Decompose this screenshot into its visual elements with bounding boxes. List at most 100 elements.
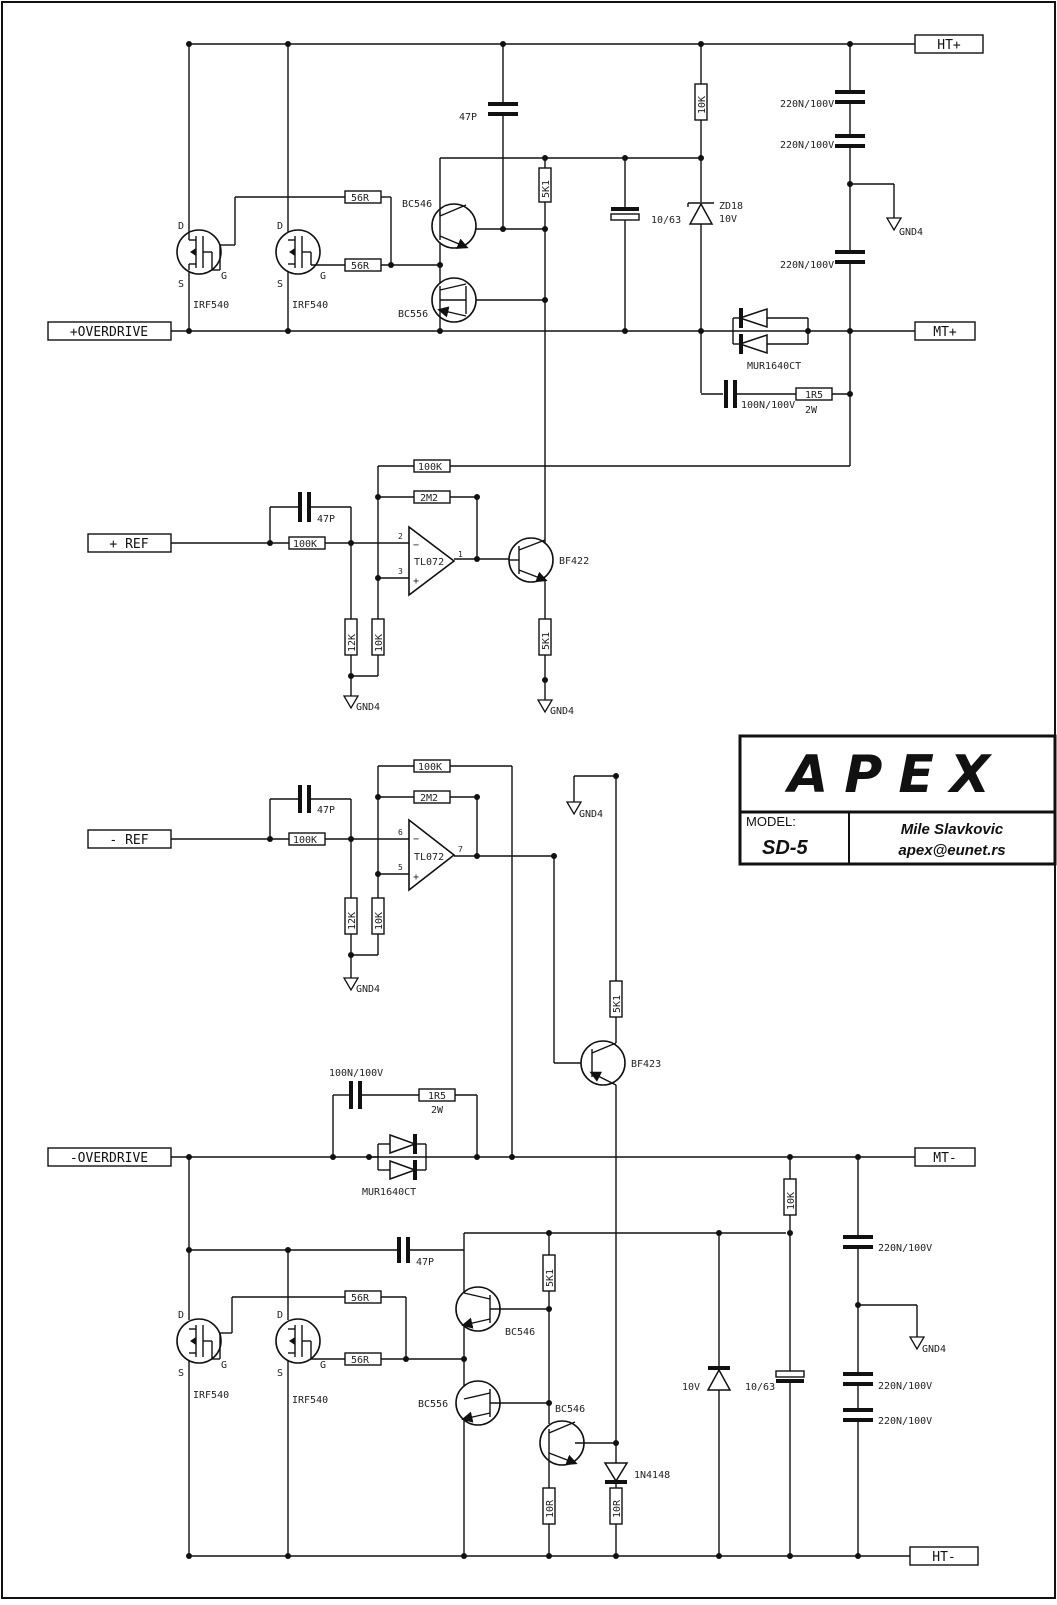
mosfet-3-pin-s: S [178,1368,184,1379]
opamp-minus-label: TL072 [414,852,444,863]
mosfet-2-symbol [275,229,321,275]
c-220n-top-2-label: 220N/100V [780,140,834,151]
r-5k1-top-label: 5K1 [541,180,552,198]
port-overdrive-plus: +OVERDRIVE [70,325,148,340]
r-snub-top-label: 1R5 [805,390,823,401]
opamp-minus-plus-sign: + [413,872,419,883]
mosfet-1-symbol [176,229,222,275]
port-overdrive-minus: -OVERDRIVE [70,1151,148,1166]
r-snub-bottom-label: 1R5 [428,1091,446,1102]
port-mt-minus: MT- [933,1151,956,1166]
r-5k1-bottom-label: 5K1 [545,1269,556,1287]
ref-minus-stage: 100K 2M2 47P 100K − + TL072 6 5 7 12K [171,759,661,1463]
opamp-plus-plus-sign: + [413,576,419,587]
opamp-plus-pin-out: 1 [458,550,463,559]
mosfet-2-pin-d: D [277,221,283,232]
opamp-minus-pin-inv: 6 [398,828,403,837]
mosfet-1-pin-d: D [178,221,184,232]
r-10k-minus-label: 10K [374,912,385,930]
c-47p-top-label: 47P [459,112,477,123]
gnd-top-symbol [885,217,903,232]
mosfet-4-pin-g: G [320,1360,326,1371]
q-bc556-bottom-label: BC556 [418,1399,448,1410]
q-bf422-label: BF422 [559,556,589,567]
r-10k-bottom-label: 10K [786,1192,797,1210]
c-47p-bottom-label: 47P [416,1257,434,1268]
r-12k-plus-label: 12K [347,634,358,652]
opamp-minus-symbol [408,818,456,892]
opamp-plus-label: TL072 [414,557,444,568]
gnd-top-label: GND4 [899,227,923,238]
r-gate-4-label: 56R [351,1355,370,1366]
mosfet-4-pin-d: D [277,1310,283,1321]
gnd-minus-bf-label: GND4 [579,809,603,820]
port-ht-minus: HT- [932,1550,955,1565]
c-10-63-top-label: 10/63 [651,215,681,226]
mosfet-2-pin-g: G [320,271,326,282]
c-47p-minus-label: 47P [317,805,335,816]
q-bc546-bottom-label: BC546 [505,1327,535,1338]
diode-mur-top-label: MUR1640CT [747,361,801,372]
port-ht-plus: HT+ [937,38,961,53]
q-bf423-label: BF423 [631,1059,661,1070]
model-value: SD-5 [762,837,808,859]
r-10r-2-label: 10R [612,1499,623,1518]
mosfet-1-pin-g: G [221,271,227,282]
mosfet-4-label: IRF540 [292,1395,328,1406]
diode-mur-bottom-label: MUR1640CT [362,1187,416,1198]
r-snub-bottom-watt: 2W [431,1105,444,1116]
r-gate-2-label: 56R [351,261,370,272]
opamp-minus-pin-noninv: 5 [398,863,403,872]
q-bc556-top-label: BC556 [398,309,428,320]
top-output-stage: D S G IRF540 D S G IRF540 56R 56R [171,41,923,543]
opamp-plus-pin-noninv: 3 [398,567,403,576]
port-mt-plus: MT+ [933,325,957,340]
gnd-minus-label: GND4 [356,984,380,995]
zener-top-label: ZD18 [719,201,743,212]
apex-logo: APEX [784,745,1006,805]
author-email: apex@eunet.rs [898,842,1005,859]
opamp-plus-symbol [408,525,456,597]
r-2m2-minus-label: 2M2 [420,793,438,804]
zener-top-voltage: 10V [719,214,737,225]
r-fb-minus-label: 100K [418,762,442,773]
r-2m2-plus-label: 2M2 [420,493,438,504]
r-gate-1-label: 56R [351,193,370,204]
d-1n4148-label: 1N4148 [634,1470,670,1481]
mosfet-1-pin-s: S [178,279,184,290]
r-10r-1-label: 10R [545,1499,556,1518]
mosfet-3-label: IRF540 [193,1390,229,1401]
opamp-plus-pin-inv: 2 [398,532,403,541]
gnd-bottom-label: GND4 [922,1344,946,1355]
c-220n-bottom-3-label: 220N/100V [878,1416,932,1427]
c-220n-top-3-label: 220N/100V [780,260,834,271]
r-5k1-plus-label: 5K1 [541,632,552,650]
r-12k-minus-label: 12K [347,912,358,930]
r-10k-top-label: 10K [697,96,708,114]
model-label: MODEL: [746,814,796,829]
q-bc546-top-label: BC546 [402,199,432,210]
bottom-output-stage: 100N/100V 1R5 2W MUR1640CT D S G [171,1068,946,1559]
mosfet-4-pin-s: S [277,1368,283,1379]
title-block: APEX MODEL: SD-5 Mile Slavkovic apex@eun… [738,734,1057,866]
port-ref-minus: - REF [109,833,148,848]
r-5k1-minus-label: 5K1 [612,995,623,1013]
r-10k-plus-label: 10K [374,634,385,652]
q-bc546-bottom2-label: BC546 [555,1404,585,1415]
opamp-minus-minus-sign: − [413,834,419,845]
r-in-plus-label: 100K [293,539,317,550]
c-220n-top-1-label: 220N/100V [780,99,834,110]
c-220n-bottom-1-label: 220N/100V [878,1243,932,1254]
r-in-minus-label: 100K [293,835,317,846]
gnd-plus-bf-label: GND4 [550,706,574,717]
r-snub-top-watt: 2W [805,405,818,416]
mosfet-2-label: IRF540 [292,300,328,311]
ref-plus-stage: 100K 2M2 47P 100K − + TL072 2 3 1 BF422 [171,459,850,717]
mosfet-3-pin-d: D [178,1310,184,1321]
c-10-63-bottom-label: 10/63 [745,1382,775,1393]
c-220n-bottom-2-label: 220N/100V [878,1381,932,1392]
c-snub-top-label: 100N/100V [741,400,795,411]
gnd-plus-label: GND4 [356,702,380,713]
